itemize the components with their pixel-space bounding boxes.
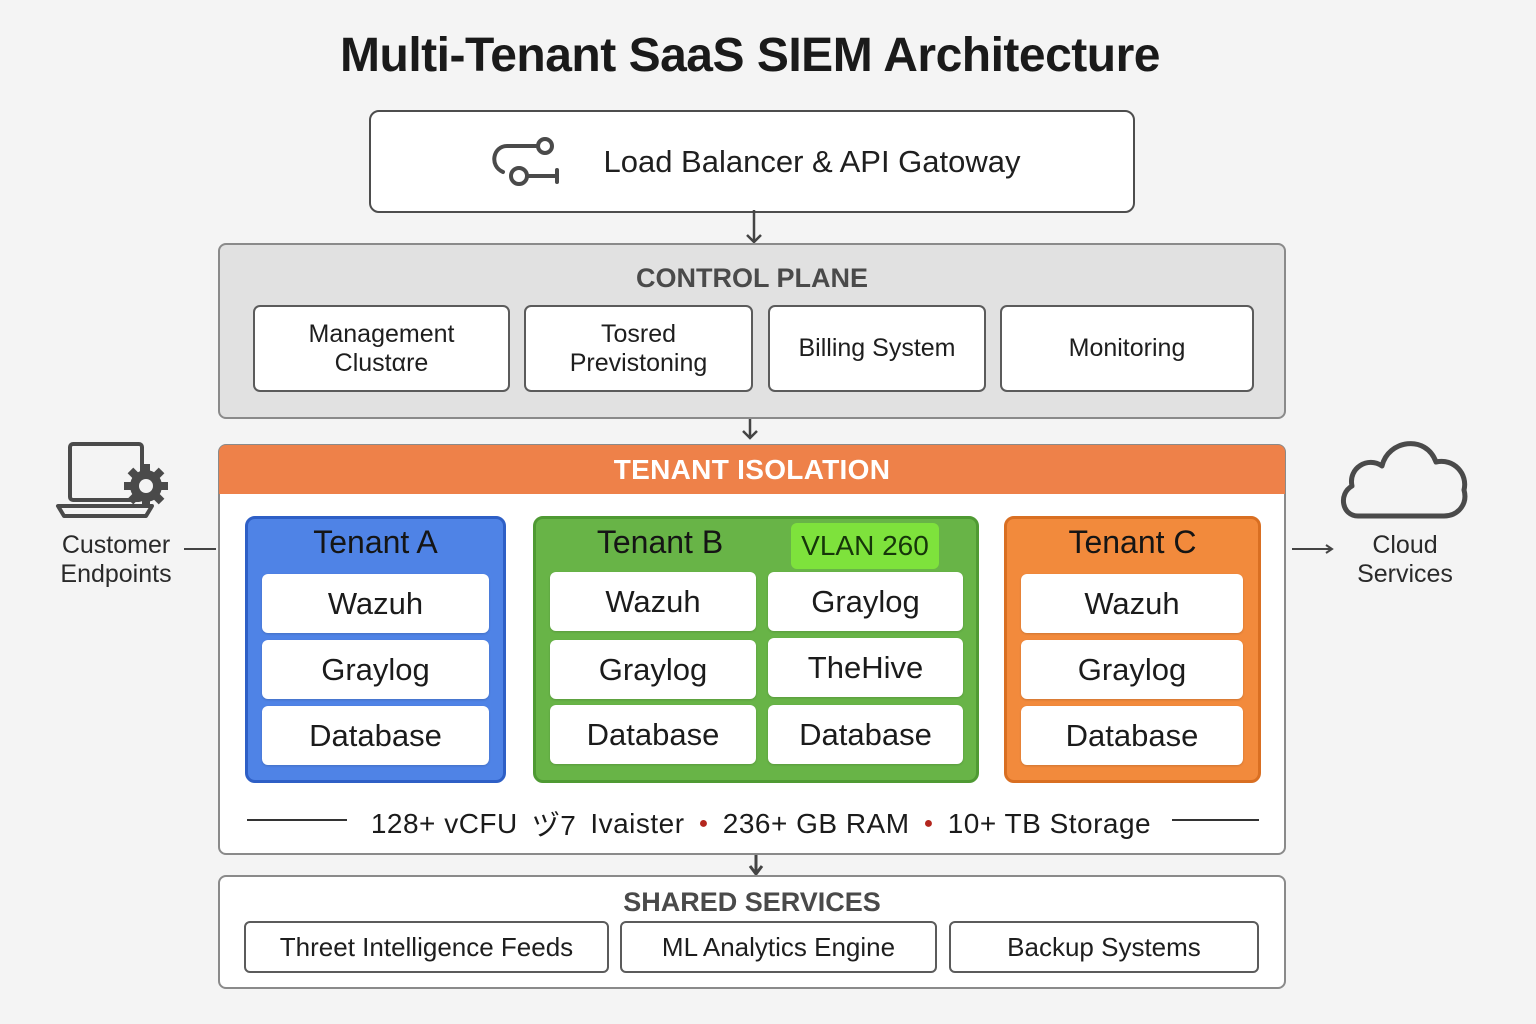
cloud-services-label: Cloud Services xyxy=(1357,531,1453,588)
load-balancer-label: Load Balancer & API Gatoway xyxy=(603,143,1021,179)
control-plane-heading: CONTROL PLANE xyxy=(635,263,868,293)
billing-system-box: Billing System xyxy=(768,305,986,392)
load-balancer-box: Load Balancer & API Gatoway xyxy=(369,110,1135,213)
tenant-b-graylog-2: Graylog xyxy=(768,572,963,631)
tenant-b-thehive: TheHive xyxy=(768,638,963,697)
tenant-b-database-2: Database xyxy=(768,705,963,764)
tenant-c-wazuh: Wazuh xyxy=(1021,574,1243,633)
resource-summary: 128+ vCFU ヅ7 Ivaister ● 236+ GB RAM ● 10… xyxy=(355,804,1167,844)
endpoint-connector xyxy=(184,548,216,550)
tenant-c-database: Database xyxy=(1021,706,1243,765)
resource-ram: 236+ GB RAM xyxy=(722,808,910,839)
tenant-b-graylog: Graylog xyxy=(550,640,756,699)
resource-storage: 10+ TB Storage xyxy=(947,808,1152,839)
tenant-isolation-heading: TENANT ISOLATION xyxy=(219,445,1285,494)
tenant-b-name: Tenant B xyxy=(596,524,724,560)
ml-analytics-box: ML Analytics Engine xyxy=(620,921,937,973)
management-cluster-box: Management Clustαre xyxy=(253,305,510,392)
customer-endpoints-label: Customer Endpoints xyxy=(60,531,172,588)
route-icon xyxy=(492,136,560,186)
cloud-connector-arrow xyxy=(1292,544,1334,554)
resource-rule-left xyxy=(247,819,347,821)
tenant-c-name: Tenant C xyxy=(1068,524,1197,560)
resource-rule-right xyxy=(1172,819,1259,821)
threat-intel-box: Threet Intelligence Feeds xyxy=(244,921,609,973)
tenant-b-database: Database xyxy=(550,705,756,764)
separator-dot: ● xyxy=(923,815,934,832)
cloud-icon xyxy=(1341,441,1468,519)
vlan-badge: VLAN 260 xyxy=(791,523,939,569)
laptop-gear-icon xyxy=(56,442,168,518)
diagram-title: Multi-Tenant SaaS SIEM Architecture xyxy=(340,29,1160,82)
tenant-a-database: Database xyxy=(262,706,489,765)
separator-dot: ● xyxy=(698,815,709,832)
arrow-lb-to-control xyxy=(746,210,762,244)
tenant-a-name: Tenant A xyxy=(313,524,438,560)
resource-cpu: 128+ vCFU xyxy=(370,808,518,839)
monitoring-box: Monitoring xyxy=(1000,305,1254,392)
resource-glyph: ヅ7 xyxy=(531,810,577,841)
backup-systems-box: Backup Systems xyxy=(949,921,1259,973)
tenant-c-graylog: Graylog xyxy=(1021,640,1243,699)
shared-services-heading: SHARED SERVICES xyxy=(623,887,881,917)
tenant-a-graylog: Graylog xyxy=(262,640,489,699)
resource-cluster: Ivaister xyxy=(590,808,685,839)
tenant-b-wazuh: Wazuh xyxy=(550,572,756,631)
tenant-provisioning-box: Tosred Previstoning xyxy=(524,305,753,392)
tenant-a-wazuh: Wazuh xyxy=(262,574,489,633)
